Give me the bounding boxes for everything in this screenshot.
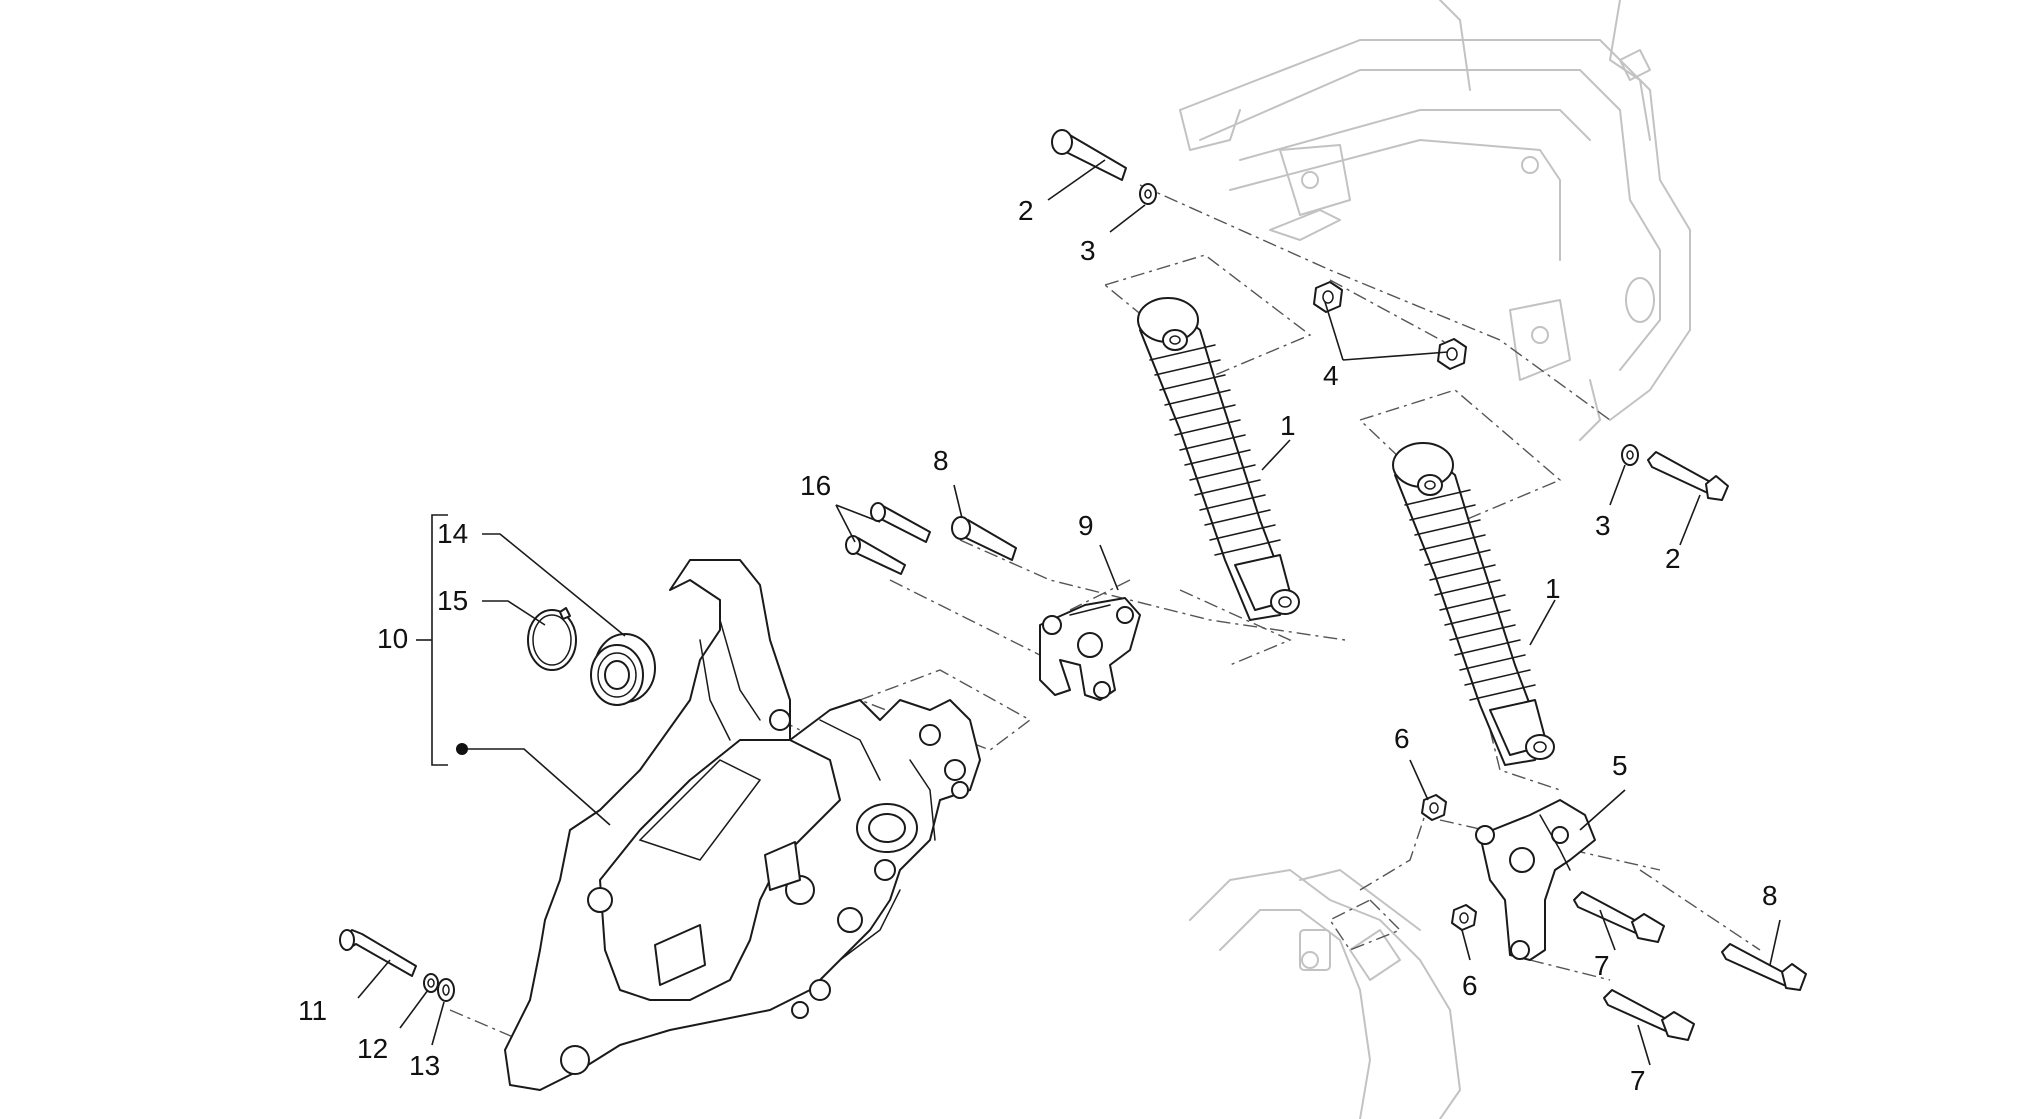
callout-12: 12 <box>357 1033 388 1064</box>
bolt-8-lower <box>1721 943 1807 991</box>
shock-absorber-1-right <box>1392 442 1555 766</box>
bolt-7-upper <box>1573 891 1665 943</box>
callout-labels: 1 1 2 2 3 3 4 5 6 6 7 7 8 8 9 10 11 12 1… <box>298 195 1778 1096</box>
swingarm-bracket <box>504 559 981 1091</box>
callout-6-upper: 6 <box>1394 723 1410 754</box>
bolt-16b <box>845 535 906 575</box>
bracket-5 <box>1475 799 1596 961</box>
callout-13: 13 <box>409 1050 440 1081</box>
callout-2-upper: 2 <box>1018 195 1034 226</box>
callout-2-right: 2 <box>1665 543 1681 574</box>
bearing-14 <box>590 633 656 706</box>
bolt-7-lower <box>1603 989 1695 1041</box>
callout-7-lower: 7 <box>1630 1065 1646 1096</box>
callout-7-upper: 7 <box>1594 950 1610 981</box>
callout-5: 5 <box>1612 750 1628 781</box>
leader-lines <box>357 159 1781 1066</box>
callout-8-lower: 8 <box>1762 880 1778 911</box>
washer-3-upper <box>1139 183 1157 205</box>
callout-1-right: 1 <box>1545 573 1561 604</box>
bracket-9 <box>1039 597 1141 701</box>
bolt-2-right <box>1647 451 1729 501</box>
callout-3-upper: 3 <box>1080 235 1096 266</box>
nut-4-b <box>1437 338 1467 370</box>
nut-6-lower <box>1451 904 1477 931</box>
callout-11: 11 <box>298 995 327 1026</box>
group-dot <box>456 743 468 755</box>
circlip-15 <box>527 607 577 671</box>
shock-absorber-1-left <box>1137 297 1300 621</box>
callout-16: 16 <box>800 470 831 501</box>
callout-1-left: 1 <box>1280 410 1296 441</box>
callout-4: 4 <box>1323 360 1339 391</box>
bolt-16a <box>870 502 931 543</box>
callout-8-upper: 8 <box>933 445 949 476</box>
nut-6-upper <box>1421 794 1447 821</box>
frame-ghost <box>1179 0 1691 1119</box>
callout-14: 14 <box>437 518 468 549</box>
bolt-2-upper <box>1051 129 1127 181</box>
washer-3-right <box>1621 444 1639 466</box>
callout-6-lower: 6 <box>1462 970 1478 1001</box>
washer-12 <box>423 973 439 993</box>
nut-4-a <box>1313 281 1343 313</box>
callout-15: 15 <box>437 585 468 616</box>
bolt-8-upper <box>951 516 1017 561</box>
callout-3-right: 3 <box>1595 510 1611 541</box>
callout-10: 10 <box>377 623 408 654</box>
bolt-11 <box>339 929 417 977</box>
callout-9: 9 <box>1078 510 1094 541</box>
washer-13 <box>437 978 455 1002</box>
